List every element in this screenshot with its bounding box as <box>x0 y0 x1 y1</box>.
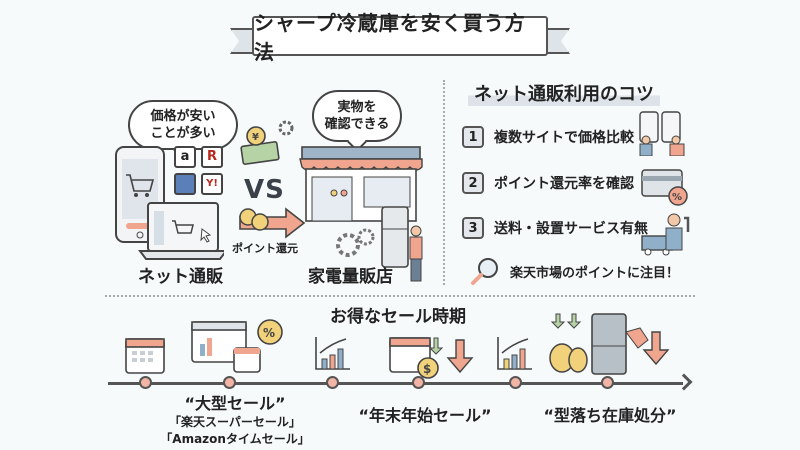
clearance-fridge-icon <box>549 313 670 375</box>
timeline-dot <box>139 376 152 389</box>
svg-text:%: % <box>263 326 275 340</box>
newyear-sale-icon: $ <box>389 337 474 379</box>
tip-number-1: 1 <box>462 126 484 148</box>
sales-timeline <box>108 382 683 385</box>
timeline-arrow-icon <box>675 373 693 391</box>
growth-chart-icon <box>315 337 350 370</box>
section-divider-horizontal <box>105 295 695 297</box>
store-bubble-line1: 実物を <box>337 100 377 115</box>
point-label: ポイント還元 <box>232 242 298 255</box>
tip-item-1: 1 複数サイトで価格比較 <box>462 126 634 148</box>
store-label: 家電量販店 <box>308 267 393 287</box>
online-bubble: 価格が安いことが多い <box>128 100 238 150</box>
timeline-dot <box>509 376 522 389</box>
electronics-store-icon <box>299 146 423 282</box>
sale-label-2: “年末年始セール” <box>358 406 492 425</box>
sale-label-3: “型落ち在庫処分” <box>543 406 677 425</box>
sale-item-1: “大型セール” 「楽天スーパーセール」 「Amazonタイムセール」 <box>160 390 310 448</box>
tip-text-2: ポイント還元率を確認 <box>494 176 634 192</box>
card-percent-icon: % <box>641 169 688 206</box>
title-ribbon: シャープ冷蔵庫を安く買う方法 <box>230 11 570 64</box>
delivery-worker-icon <box>641 213 690 256</box>
rakuten-logo-icon: R <box>201 146 223 168</box>
sale-item-3: “型落ち在庫処分” <box>535 402 685 426</box>
tip-highlight: 楽天市場のポイントに注目！ <box>470 256 679 286</box>
svg-text:%: % <box>672 192 682 203</box>
amazon-logo-icon: a <box>174 146 196 168</box>
sales-title: お得なセール時期 <box>330 307 466 327</box>
tip-text-1: 複数サイトで価格比較 <box>494 130 634 146</box>
online-bubble-line1: 価格が安い <box>150 109 216 124</box>
sale-sub-1: 「楽天スーパーセール」 <box>169 415 301 429</box>
vs-label: VS <box>244 175 285 205</box>
tip-item-3: 3 送料・設置サービス有無 <box>462 217 648 239</box>
page-title: シャープ冷蔵庫を安く買う方法 <box>252 11 548 64</box>
store-bubble-line2: 確認できる <box>324 117 390 132</box>
tip-number-3: 3 <box>462 217 484 239</box>
money-gear-icon: ¥ <box>240 120 294 165</box>
point-arrow-icon <box>239 207 306 239</box>
timeline-dot <box>601 376 614 389</box>
magnifier-icon <box>471 258 498 285</box>
smartphone-laptop-icon <box>115 146 224 260</box>
timeline-dot <box>223 376 236 389</box>
timeline-dot <box>326 376 339 389</box>
highlight-text: 楽天市場のポイントに注目！ <box>510 265 680 281</box>
store-bubble: 実物を確認できる <box>312 90 402 142</box>
sale-item-2: “年末年始セール” <box>345 402 505 426</box>
calendar-icon <box>125 338 165 374</box>
svg-text:$: $ <box>423 362 431 376</box>
sale-label-1: “大型セール” <box>184 394 286 413</box>
price-compare-icon <box>639 111 685 156</box>
tip-number-2: 2 <box>462 172 484 194</box>
sale-dashboard-icon: % <box>191 319 283 373</box>
shopping-logo-icon <box>174 173 196 195</box>
section-divider-vertical <box>443 80 445 285</box>
online-label: ネット通販 <box>138 267 223 287</box>
yahoo-logo-icon: Y! <box>201 173 223 195</box>
sale-sub-2: 「Amazonタイムセール」 <box>160 432 310 446</box>
tips-title: ネット通販利用のコツ <box>468 80 660 106</box>
tip-text-3: 送料・設置サービス有無 <box>494 221 648 237</box>
timeline-dot <box>412 376 425 389</box>
online-bubble-line2: ことが多い <box>150 126 216 141</box>
svg-text:¥: ¥ <box>252 132 259 143</box>
growth-chart-icon-2 <box>497 337 532 370</box>
shop-logos: a R Y! <box>174 146 223 195</box>
tip-item-2: 2 ポイント還元率を確認 <box>462 172 634 194</box>
